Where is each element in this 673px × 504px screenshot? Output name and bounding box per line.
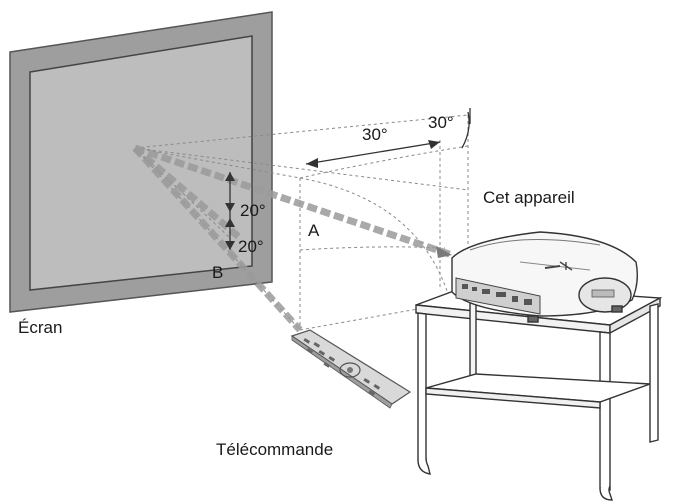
point-b-label: B [212,263,223,282]
remote-control [290,329,412,409]
remote-label: Télécommande [216,440,333,459]
point-a-label: A [308,221,320,240]
screen [9,11,273,313]
angle-vertical-label-lower: 20° [238,237,264,256]
arc-arrowhead-right [428,140,440,149]
angle-horizontal-label-1: 30° [362,125,388,144]
projector [451,231,639,323]
beam-to-remote [132,145,303,333]
vertical-angle-arrows [225,172,235,250]
ir-beams [132,144,454,333]
device-label: Cet appareil [483,188,575,207]
angle-vertical-label-upper: 20° [240,201,266,220]
screen-label: Écran [18,318,62,337]
beam-arrowhead [436,246,452,258]
horizontal-angle-arcs [305,108,471,168]
arc-arrowhead-left [306,158,318,168]
beam-to-b [132,145,243,241]
angle-horizontal-label-2: 30° [428,113,454,132]
